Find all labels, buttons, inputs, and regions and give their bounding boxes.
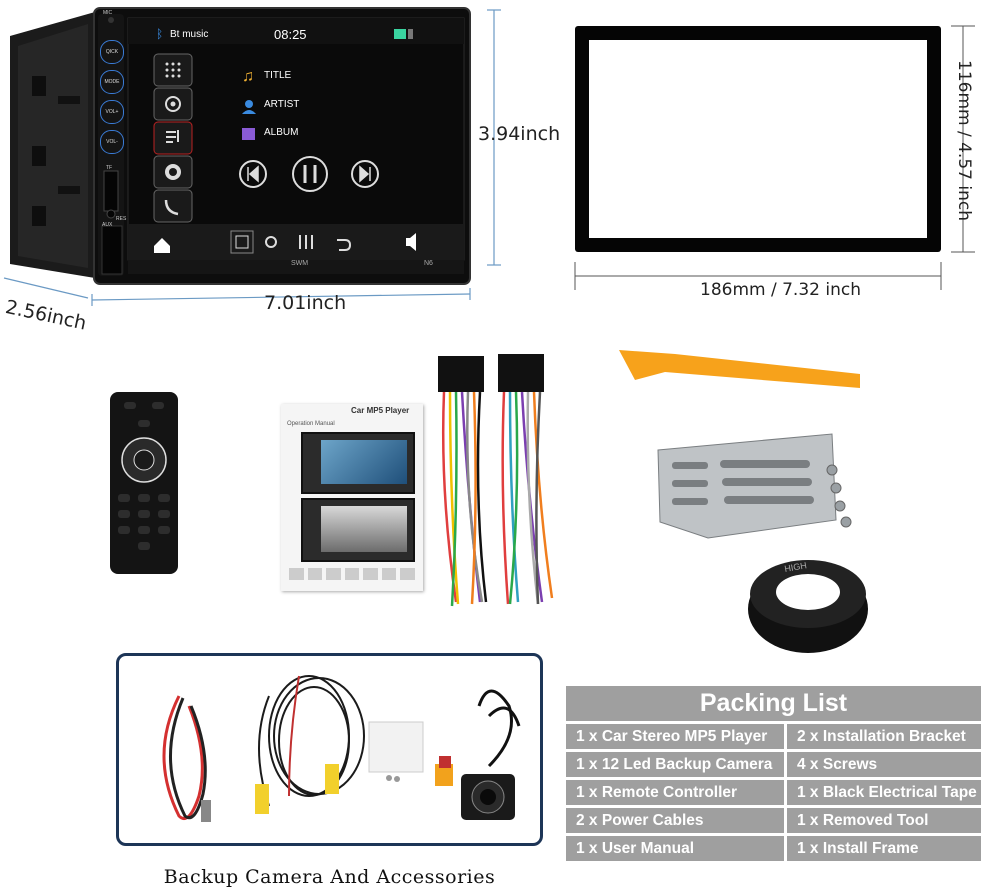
- frame-width-label: 186mm / 7.32 inch: [700, 280, 861, 300]
- table-row: 1 x 12 Led Backup Camera 4 x Screws: [566, 752, 981, 777]
- packing-item: 2 x Power Cables: [566, 808, 784, 833]
- wiring-harness: [438, 354, 554, 607]
- bluetooth-icon: ᛒ: [156, 27, 164, 41]
- bt-music-label: Bt music: [170, 29, 209, 40]
- clock: 08:25: [274, 27, 307, 42]
- install-frame: [575, 26, 941, 252]
- car-stereo-unit: ♫ MIC QICK MODE VOL+ VOL- TF AUX RES ᛒ: [10, 6, 472, 288]
- aux-label: AUX: [102, 222, 113, 228]
- packing-item: 1 x 12 Led Backup Camera: [566, 752, 784, 777]
- brand-label: SWM: [291, 260, 309, 267]
- installation-bracket: [657, 433, 852, 539]
- manual-icon-strip: [289, 568, 416, 580]
- frame-height-label: 116mm / 4.57 inch: [954, 60, 974, 221]
- manual-subtitle: Operation Manual: [287, 421, 335, 427]
- packing-item: 1 x User Manual: [566, 836, 784, 861]
- volume-up-button[interactable]: VOL+: [100, 100, 124, 124]
- quick-button[interactable]: QICK: [100, 40, 124, 64]
- table-row: 2 x Power Cables 1 x Removed Tool: [566, 808, 981, 833]
- track-album: ALBUM: [264, 127, 299, 138]
- install-frame-opening: [589, 40, 927, 238]
- mic-label: MIC: [103, 10, 113, 16]
- table-row: 1 x Remote Controller 1 x Black Electric…: [566, 780, 981, 805]
- accessories-caption: Backup Camera And Accessories: [163, 866, 496, 888]
- unit-width-label: 7.01inch: [264, 292, 347, 314]
- packing-item: 1 x Removed Tool: [787, 808, 981, 833]
- pry-tool: [619, 350, 860, 388]
- manual-car-image: [301, 498, 415, 562]
- user-manual: Car MP5 Player Operation Manual: [281, 404, 423, 591]
- packing-item: 1 x Car Stereo MP5 Player: [566, 724, 784, 749]
- track-artist: ARTIST: [264, 99, 300, 110]
- packing-item: 1 x Install Frame: [787, 836, 981, 861]
- packing-item: 4 x Screws: [787, 752, 981, 777]
- accessories-illustration: [162, 675, 521, 822]
- packing-list-table: Packing List 1 x Car Stereo MP5 Player 2…: [563, 683, 984, 864]
- stereo-dimension-lines: [3, 9, 975, 306]
- tf-label: TF: [106, 165, 113, 171]
- svg-text:♫: ♫: [242, 68, 254, 85]
- volume-down-button[interactable]: VOL-: [100, 130, 124, 154]
- table-row: 1 x Car Stereo MP5 Player 2 x Installati…: [566, 724, 981, 749]
- packing-item: 2 x Installation Bracket: [787, 724, 981, 749]
- remote-controller: [110, 392, 178, 574]
- track-title: TITLE: [264, 70, 292, 81]
- tape-brand-text: HIGH: [784, 560, 808, 574]
- model-label: N6: [424, 260, 433, 267]
- packing-list-title: Packing List: [566, 686, 981, 721]
- backup-camera-accessories-box: [116, 653, 543, 846]
- manual-title: Car MP5 Player: [351, 406, 410, 415]
- table-row: 1 x User Manual 1 x Install Frame: [566, 836, 981, 861]
- manual-stereo-image: [301, 432, 415, 494]
- electrical-tape: HIGH: [748, 560, 868, 653]
- packing-item: 1 x Black Electrical Tape: [787, 780, 981, 805]
- unit-height-label: 3.94inch: [478, 123, 561, 145]
- packing-item: 1 x Remote Controller: [566, 780, 784, 805]
- reset-label: RES: [116, 216, 127, 222]
- mode-button[interactable]: MODE: [100, 70, 124, 94]
